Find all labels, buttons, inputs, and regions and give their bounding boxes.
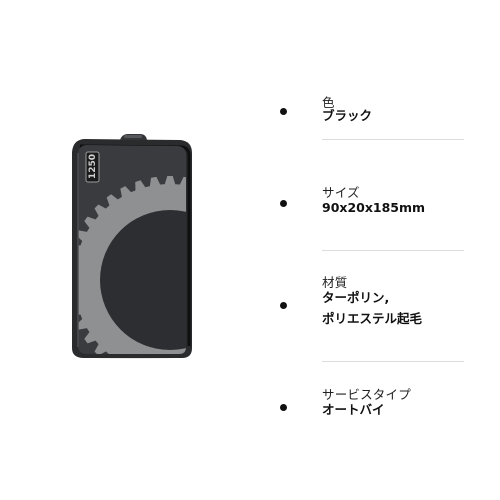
- divider: [322, 139, 464, 140]
- spec-label: サービスタイプ: [322, 387, 411, 402]
- product-image: 1250: [72, 134, 250, 384]
- spec-label: 材質: [322, 275, 348, 290]
- gear-tooth: [207, 186, 219, 199]
- spec-list: 色 ブラック サイズ 90x20x185mm 材質 ターポリン, ポリエステル起…: [270, 0, 500, 500]
- spec-value: 90x20x185mm: [322, 200, 426, 215]
- gear-tooth: [120, 186, 133, 200]
- gear-tooth: [243, 330, 250, 343]
- gear-tooth: [220, 353, 233, 366]
- chainring-graphic: [78, 176, 250, 384]
- spec-value: ブラック: [322, 108, 373, 123]
- gear-tooth: [84, 216, 98, 230]
- phone-pouch-illustration: 1250: [72, 134, 250, 384]
- gear-tooth: [232, 342, 245, 355]
- gear-tooth: [232, 205, 245, 218]
- gear-tooth: [243, 217, 250, 230]
- bullet-icon: [280, 404, 287, 411]
- gear-tooth: [179, 372, 190, 383]
- bullet-icon: [280, 302, 287, 309]
- gear-tooth: [84, 330, 98, 344]
- gear-tooth: [120, 361, 132, 374]
- spec-value: ポリエステル起毛: [322, 311, 423, 326]
- gear-tooth: [164, 374, 176, 384]
- gear-tooth: [193, 180, 204, 192]
- divider: [322, 361, 464, 362]
- gear-tooth: [207, 361, 219, 374]
- gear-tooth: [135, 367, 146, 379]
- zipper-track: [79, 144, 191, 346]
- gear-tooth: [193, 367, 204, 379]
- spec-value: ターポリン,: [322, 290, 390, 305]
- divider: [322, 250, 464, 251]
- bullet-icon: [280, 200, 287, 207]
- gear-tooth: [78, 317, 90, 330]
- bullet-icon: [280, 108, 287, 115]
- gear-tooth: [150, 372, 161, 383]
- spec-value: オートバイ: [322, 402, 385, 417]
- gear-tooth: [106, 194, 120, 208]
- gear-tooth: [78, 230, 90, 243]
- spec-label: サイズ: [322, 185, 360, 200]
- gear-tooth: [220, 194, 233, 207]
- spec-label: 色: [322, 95, 335, 110]
- gear-tooth: [94, 204, 108, 218]
- gear-tooth: [164, 176, 176, 187]
- gear-tooth: [94, 342, 108, 354]
- logo-text: 1250: [88, 154, 98, 179]
